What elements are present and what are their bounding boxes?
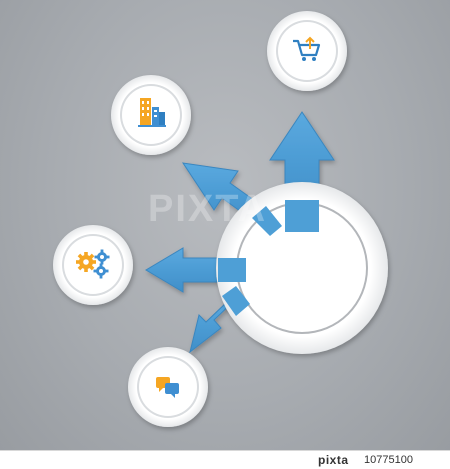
footer-bar: pixta 10775100 bbox=[0, 450, 450, 469]
watermark: PIXTA bbox=[148, 188, 268, 230]
node-gears bbox=[53, 225, 133, 305]
ribbon-overlays bbox=[218, 200, 319, 316]
shopping-cart-icon bbox=[293, 36, 321, 61]
footer-image-id: 10775100 bbox=[364, 454, 413, 466]
buildings-icon bbox=[138, 98, 166, 127]
speech-bubbles-icon bbox=[156, 377, 179, 398]
gears-icon bbox=[76, 249, 110, 279]
arrow-lower-left bbox=[189, 299, 237, 354]
node-shopping-cart bbox=[267, 11, 347, 91]
footer-brand: pixta bbox=[318, 453, 349, 467]
